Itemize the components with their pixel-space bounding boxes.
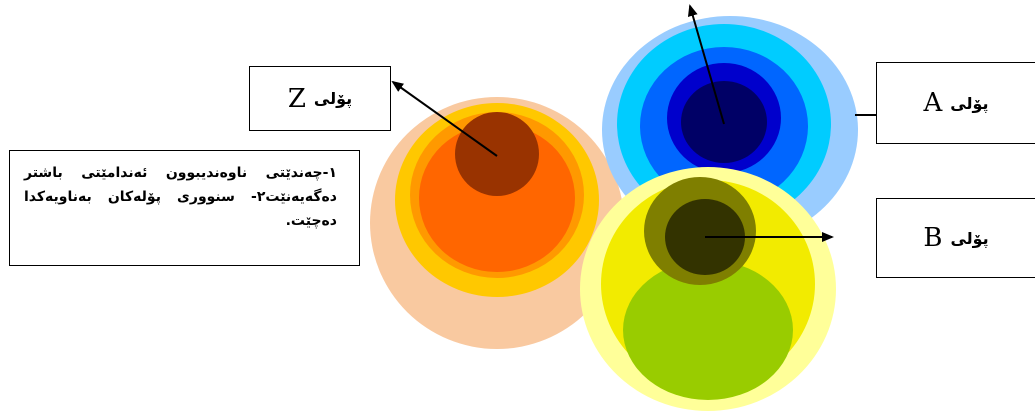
pole-z-cluster: [370, 97, 624, 349]
pole-z-word: پۆلی: [313, 89, 353, 108]
note-box: ١-چەندێتی ناوەندیبوون ئەندامێتی باشتر دە…: [9, 150, 360, 266]
pole-b-ring-3: [623, 260, 793, 400]
pole-b-label-box: پۆلی B: [876, 198, 1035, 278]
pole-z-core: [455, 112, 539, 196]
pole-b-word: پۆلی: [950, 228, 989, 248]
pole-a-letter: A: [923, 88, 943, 118]
pole-a-label-box: پۆلی A: [876, 62, 1035, 144]
pole-a-word: پۆلی: [950, 93, 989, 113]
arrows: [391, 4, 890, 242]
note-text: ١-چەندێتی ناوەندیبوون ئەندامێتی باشتر دە…: [24, 165, 337, 229]
pole-z-label-box: پۆلی Z: [249, 66, 391, 131]
pole-b-letter: B: [923, 223, 943, 253]
arrow-z-center-to-label: [391, 80, 498, 157]
pole-z-letter: Z: [287, 83, 306, 114]
pole-b-cluster: [580, 167, 836, 411]
arrow-a-center-up: [687, 4, 725, 125]
